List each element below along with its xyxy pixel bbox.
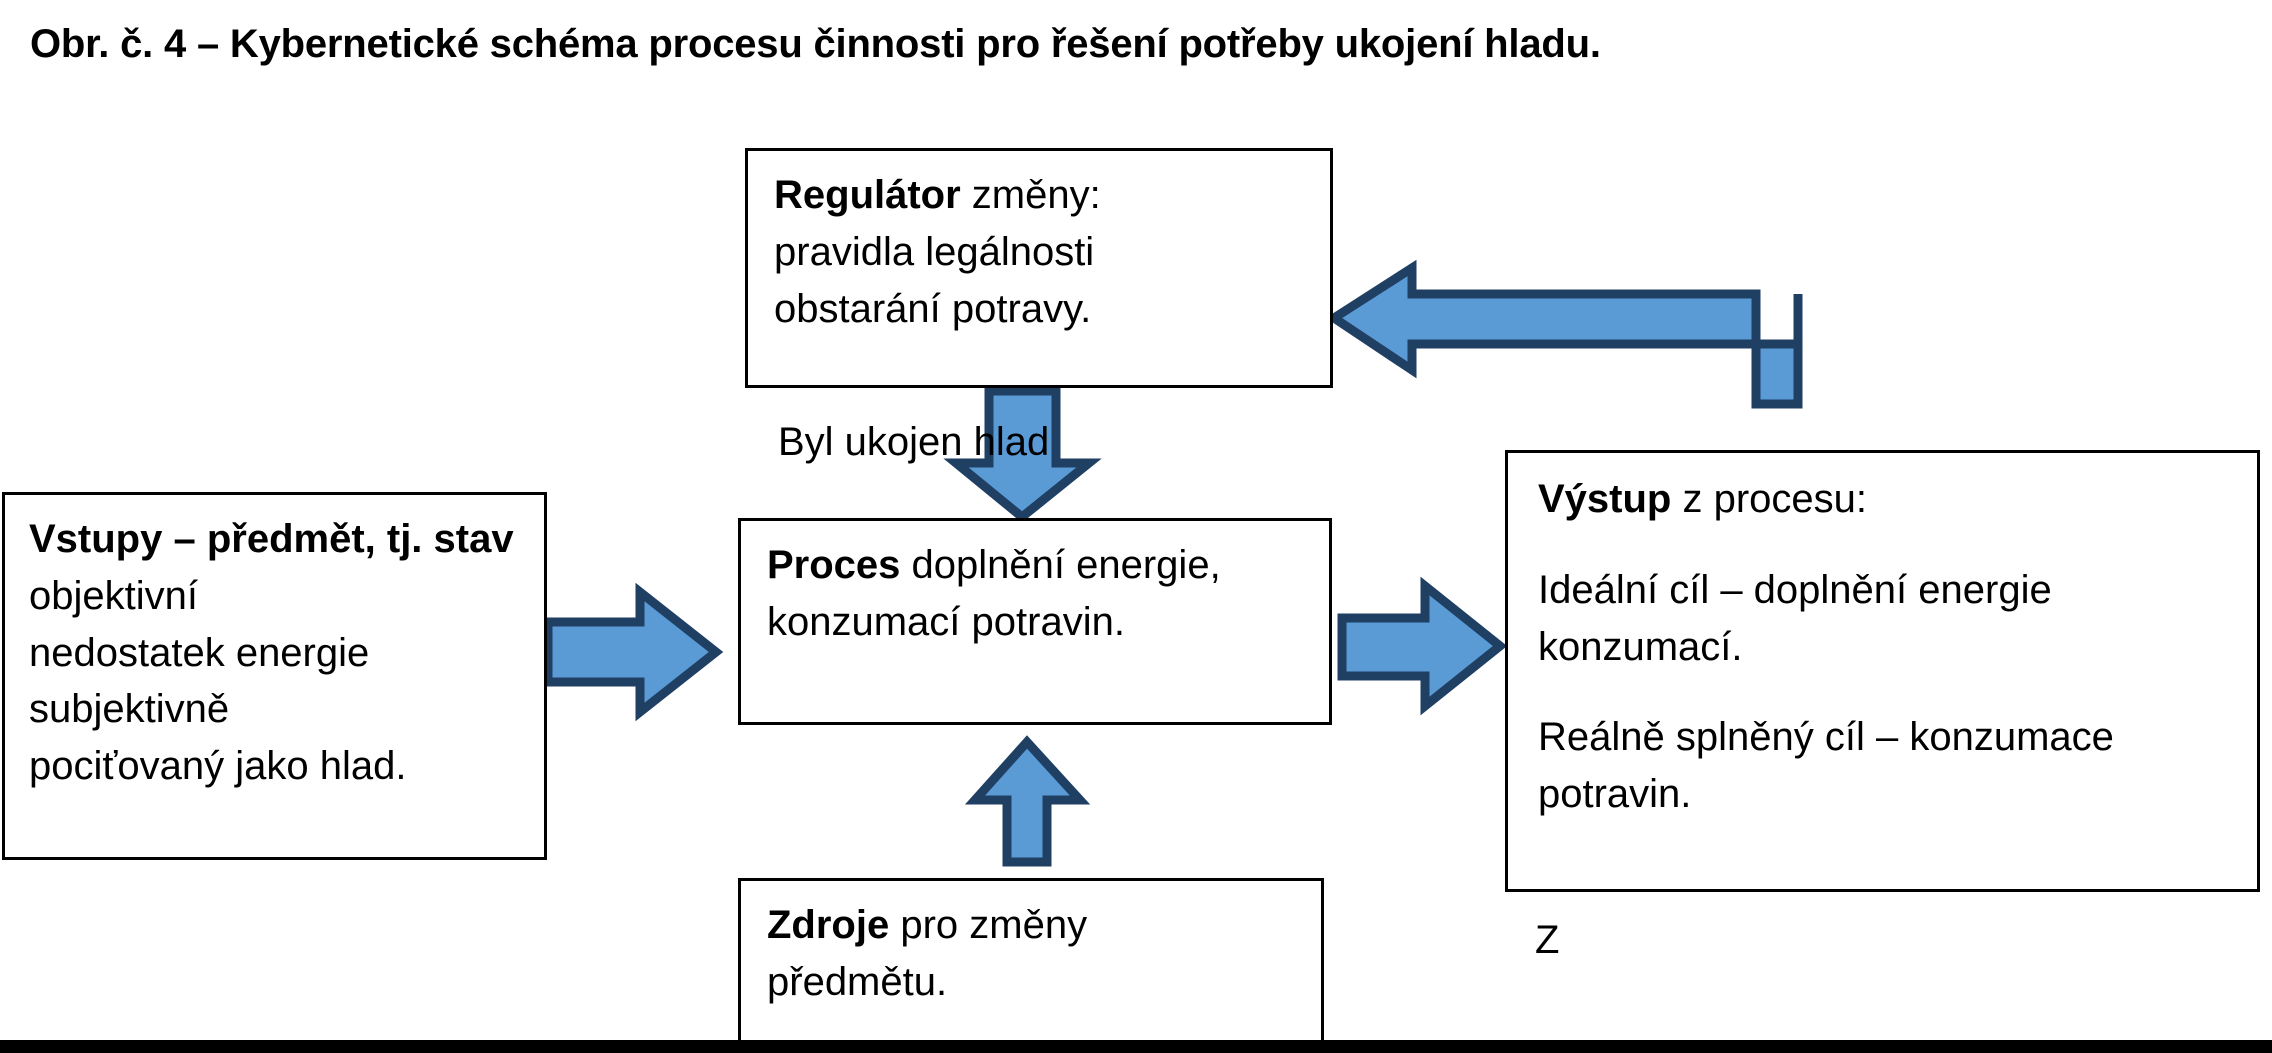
inputs-line-1-rest: objektivní bbox=[29, 573, 198, 618]
box-inputs[interactable]: Vstupy – předmět, tj. stav objektivní ne… bbox=[2, 492, 547, 860]
inputs-line-4: pociťovaný jako hlad. bbox=[29, 744, 407, 789]
output-line-1: Výstup z procesu: bbox=[1538, 471, 2227, 528]
arrow-process-to-output[interactable] bbox=[1337, 576, 1508, 716]
box-regulator[interactable]: Regulátor změny: pravidla legálnosti obs… bbox=[745, 148, 1333, 388]
inputs-line-1: Vstupy – předmět, tj. stav objektivní bbox=[29, 511, 520, 625]
inputs-line-2: nedostatek energie bbox=[29, 630, 370, 675]
output-lead: Výstup bbox=[1538, 477, 1672, 521]
arrow-sources-to-process[interactable] bbox=[964, 735, 1091, 867]
output-line-3: Reálně splněný cíl – konzumace potravin. bbox=[1538, 715, 2114, 817]
regulator-line-1-rest: změny: bbox=[960, 173, 1101, 217]
sources-line-2: předmětu. bbox=[767, 959, 948, 1004]
stray-character: Z bbox=[1535, 918, 1560, 962]
sources-line-1-rest: pro změny bbox=[889, 903, 1088, 947]
bottom-black-bar bbox=[0, 1040, 2272, 1053]
output-line-2: Ideální cíl – doplnění energie konzumací… bbox=[1538, 567, 2052, 669]
feedback-label: Byl ukojen hlad bbox=[778, 420, 1050, 464]
regulator-lead: Regulátor bbox=[774, 173, 961, 217]
process-lead: Proces bbox=[767, 543, 901, 587]
regulator-line-1: Regulátor změny: bbox=[774, 167, 1304, 224]
regulator-line-3: obstarání potravy. bbox=[774, 286, 1092, 331]
arrow-output-to-regulator-shape[interactable] bbox=[1325, 259, 1803, 409]
sources-line-1: Zdroje pro změny bbox=[767, 897, 1295, 954]
inputs-line-3: subjektivně bbox=[29, 687, 230, 732]
box-sources[interactable]: Zdroje pro změny předmětu. bbox=[738, 878, 1324, 1043]
arrow-regulator-to-process[interactable] bbox=[943, 386, 1102, 523]
figure-title: Obr. č. 4 – Kybernetické schéma procesu … bbox=[30, 22, 1601, 66]
process-line-2: konzumací potravin. bbox=[767, 599, 1125, 644]
output-line-1-rest: z procesu: bbox=[1671, 477, 1868, 521]
arrow-inputs-to-process[interactable] bbox=[543, 582, 724, 722]
process-line-1-rest: doplnění energie, bbox=[900, 543, 1221, 587]
process-line-1: Proces doplnění energie, bbox=[767, 537, 1303, 594]
regulator-line-2: pravidla legálnosti bbox=[774, 229, 1095, 274]
box-output[interactable]: Výstup z procesu: Ideální cíl – doplnění… bbox=[1505, 450, 2260, 892]
inputs-lead: Vstupy – předmět, tj. stav bbox=[29, 517, 514, 561]
box-process[interactable]: Proces doplnění energie, konzumací potra… bbox=[738, 518, 1332, 725]
sources-lead: Zdroje bbox=[767, 903, 890, 947]
